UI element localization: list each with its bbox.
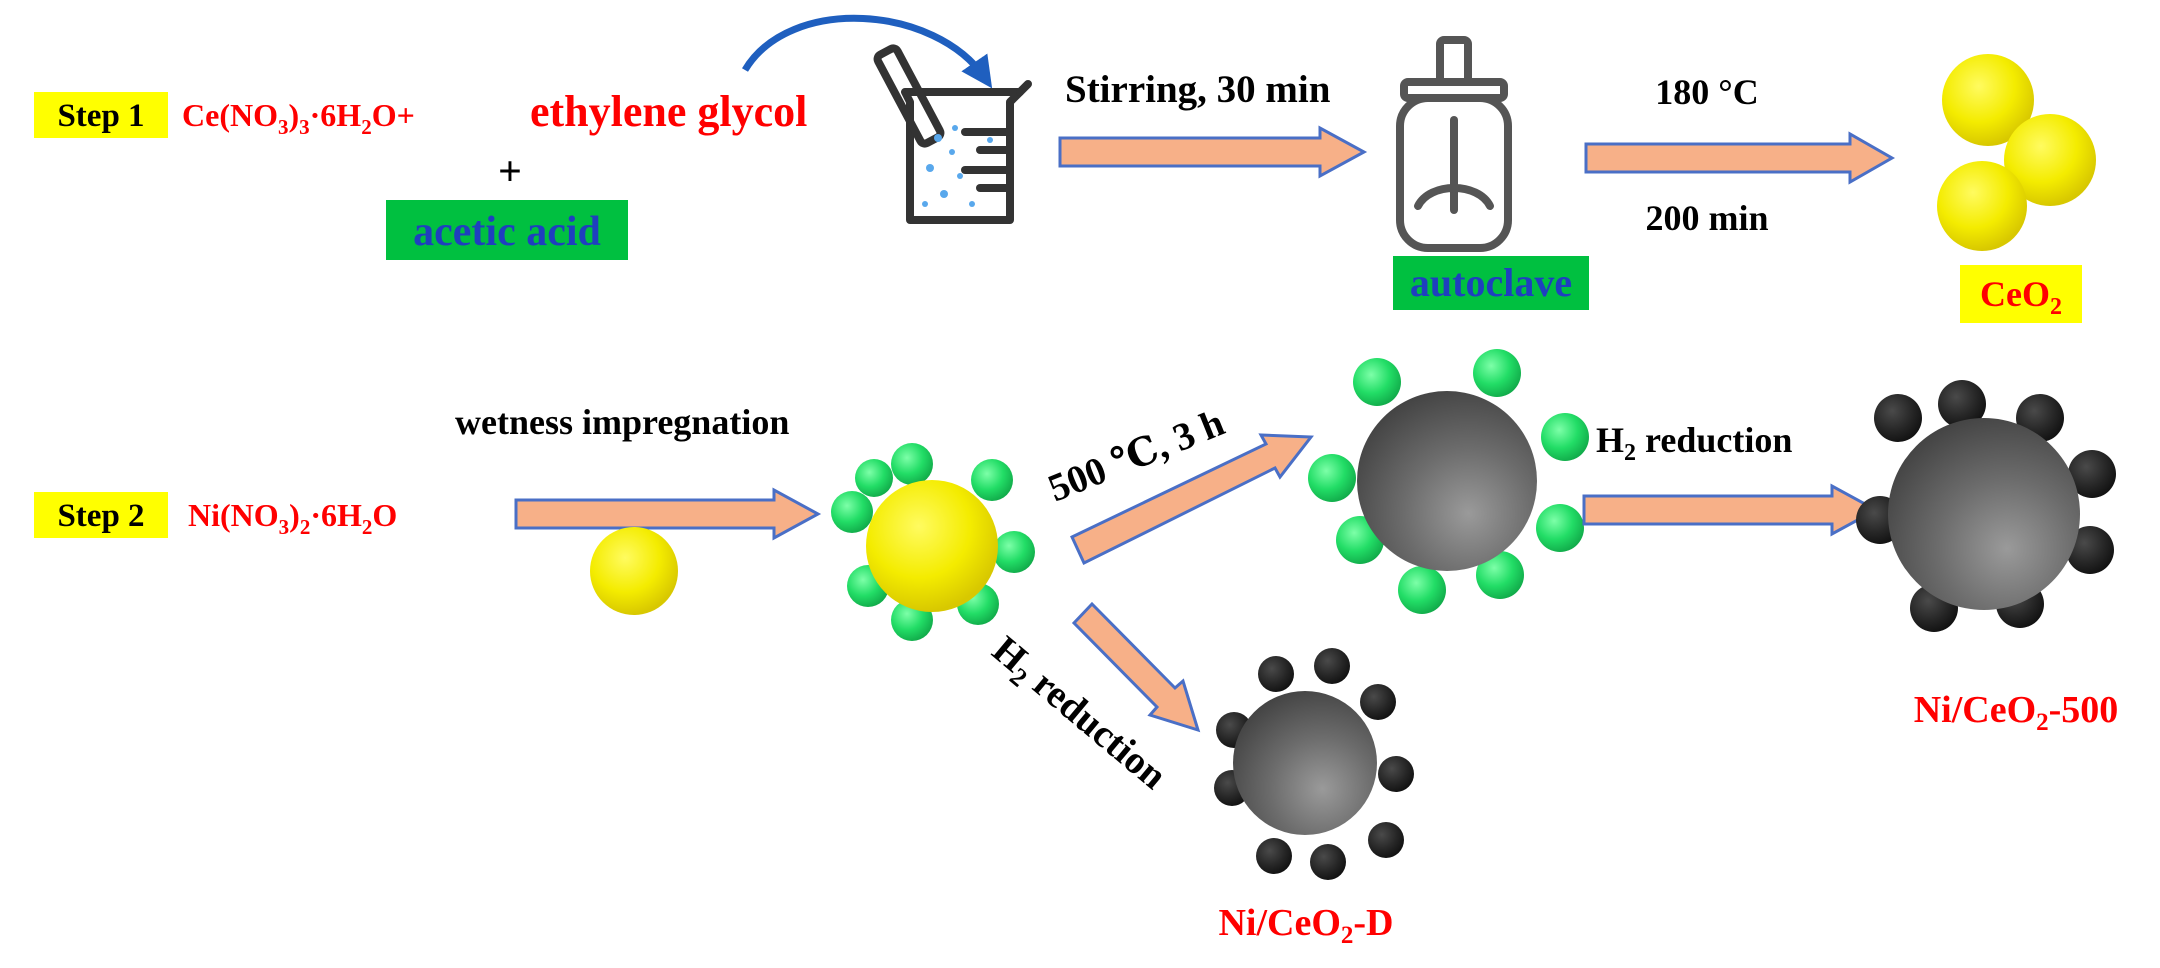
reduction-diagonal-label: H2 reduction <box>981 628 1175 802</box>
duration-label: 200 min <box>1645 198 1768 238</box>
autoclave-icon <box>1396 36 1512 252</box>
stirring-label: Stirring, 30 min <box>1065 68 1331 111</box>
step1-label-highlight <box>34 92 168 138</box>
arrow-calcination <box>1070 433 1314 566</box>
autoclave-label: autoclave <box>1410 260 1572 305</box>
ethylene-glycol-label: ethylene glycol <box>530 87 807 136</box>
beaker-icon <box>873 44 1032 224</box>
curved-arrow-icon <box>742 14 993 89</box>
nickel-nitrate-label: Ni(NO3)2·6H2O <box>188 497 397 539</box>
ni-ceo2-500-label: Ni/CeO2-500 <box>1914 689 2119 736</box>
ceo2-label: CeO2 <box>1980 274 2062 320</box>
ceo2-particles <box>1937 54 2096 251</box>
arrow-impregnation <box>514 487 822 541</box>
ceo2-support-sphere <box>590 527 678 615</box>
impregnation-label: wetness impregnation <box>455 402 789 442</box>
step1-label: Step 1 <box>57 98 144 134</box>
temperature-label: 180 °C <box>1655 72 1758 112</box>
acetic-acid-highlight <box>386 200 628 260</box>
impregnated-particle <box>831 443 1035 641</box>
reduction-top-label: H2 reduction <box>1596 420 1792 466</box>
acetic-acid-label: acetic acid <box>413 209 601 255</box>
cerium-nitrate-label: Ce(NO3)3·6H2O+ <box>182 97 415 139</box>
arrow-reduction-top <box>1582 483 1880 537</box>
ni-ceo2-d-particle <box>1214 648 1414 880</box>
beaker-bubbles <box>922 125 993 207</box>
autoclave-highlight <box>1393 256 1589 310</box>
arrow-stirring <box>1058 125 1368 179</box>
step2-label-highlight <box>34 492 168 538</box>
calcined-particle <box>1308 349 1589 614</box>
arrow-hydrothermal <box>1584 131 1896 185</box>
ceo2-highlight <box>1960 265 2082 323</box>
ni-ceo2-500-particle <box>1856 380 2116 632</box>
arrow-reduction-diagonal <box>1071 601 1201 733</box>
ni-ceo2-d-label: Ni/CeO2-D <box>1218 902 1393 949</box>
plus-sign: + <box>498 149 522 195</box>
step2-label: Step 2 <box>57 498 144 534</box>
